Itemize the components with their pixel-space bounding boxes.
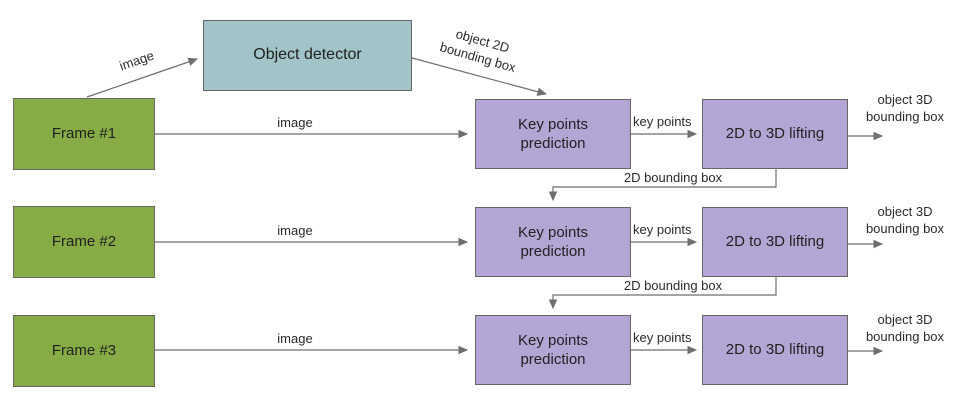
edge-label-object-2d-bounding-box: object 2D bounding box <box>438 26 518 76</box>
frame-2-label: Frame #2 <box>51 233 117 251</box>
lifting-label-2: 2D to 3D lifting <box>725 233 825 251</box>
keypoints-prediction-label-3: Key points prediction <box>517 331 589 369</box>
lifting-node-3: 2D to 3D lifting <box>702 315 848 385</box>
lifting-label-3: 2D to 3D lifting <box>725 341 825 359</box>
edge-label-keypoints-row2: key points <box>633 222 692 237</box>
lifting-label-1: 2D to 3D lifting <box>725 125 825 143</box>
edge-label-2d-bounding-box-row2: 2D bounding box <box>623 278 723 293</box>
edge-label-2d-bounding-box-row1: 2D bounding box <box>623 170 723 185</box>
edge-label-output-row2: object 3D bounding box <box>865 204 945 236</box>
lifting-node-1: 2D to 3D lifting <box>702 99 848 169</box>
edge-label-keypoints-row1: key points <box>633 114 692 129</box>
edge-label-output-row1: object 3D bounding box <box>865 92 945 124</box>
object-detector-label: Object detector <box>253 46 362 64</box>
keypoints-prediction-node-3: Key points prediction <box>475 315 631 385</box>
edge-label-output-row3: object 3D bounding box <box>865 312 945 344</box>
edge-label-image-row1: image <box>277 115 313 130</box>
keypoints-prediction-node-2: Key points prediction <box>475 207 631 277</box>
lifting-node-2: 2D to 3D lifting <box>702 207 848 277</box>
edge-label-image-row3: image <box>277 331 313 346</box>
keypoints-prediction-label-2: Key points prediction <box>517 223 589 261</box>
edge-label-image-row2: image <box>277 223 313 238</box>
keypoints-prediction-label-1: Key points prediction <box>517 115 589 153</box>
frame-2-node: Frame #2 <box>13 206 155 278</box>
keypoints-prediction-node-1: Key points prediction <box>475 99 631 169</box>
frame-3-label: Frame #3 <box>51 342 117 360</box>
edge-label-keypoints-row3: key points <box>633 330 692 345</box>
frame-3-node: Frame #3 <box>13 315 155 387</box>
frame-1-label: Frame #1 <box>51 125 117 143</box>
frame-1-node: Frame #1 <box>13 98 155 170</box>
edge-label-image-to-detector: image <box>117 47 156 74</box>
object-detector-node: Object detector <box>203 20 412 91</box>
